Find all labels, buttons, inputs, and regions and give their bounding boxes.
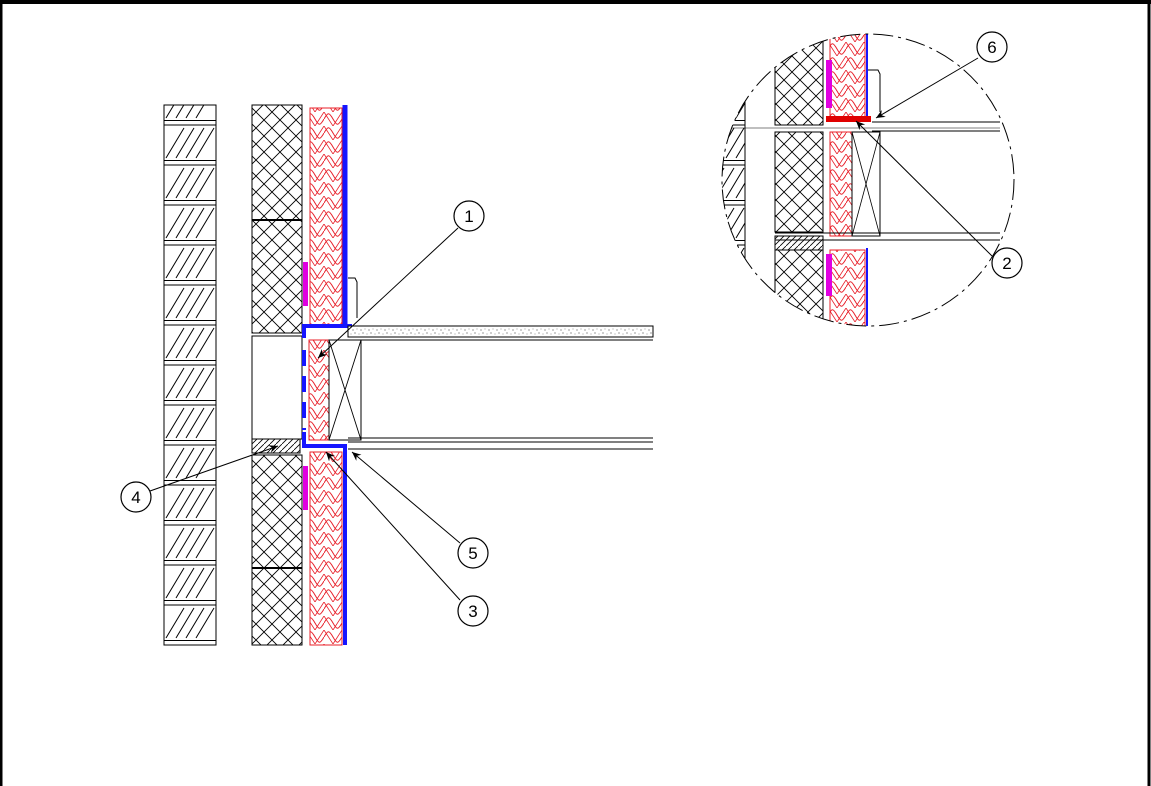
callout-1: 1 (453, 200, 485, 232)
block-wall (251, 104, 303, 646)
window-frame (328, 339, 362, 441)
spacer-strips (303, 262, 308, 510)
callout-2-label: 2 (1002, 254, 1011, 273)
callout-4-label: 4 (131, 488, 140, 507)
callout-2: 2 (991, 247, 1023, 279)
floor-slab-lower (348, 437, 653, 450)
main-section (163, 104, 654, 646)
callout-6: 6 (976, 31, 1008, 63)
brick-wall (163, 104, 217, 646)
membrane (302, 105, 352, 645)
callout-6-label: 6 (987, 38, 996, 57)
callout-3: 3 (457, 595, 489, 627)
detail-view (721, 33, 1015, 327)
callout-5: 5 (457, 537, 489, 569)
floor-slab-upper (347, 325, 654, 341)
callout-3-label: 3 (468, 602, 477, 621)
callout-5-label: 5 (468, 544, 477, 563)
callout-1-label: 1 (464, 207, 473, 226)
callout-4: 4 (120, 481, 152, 513)
leader-lines (149, 57, 993, 601)
